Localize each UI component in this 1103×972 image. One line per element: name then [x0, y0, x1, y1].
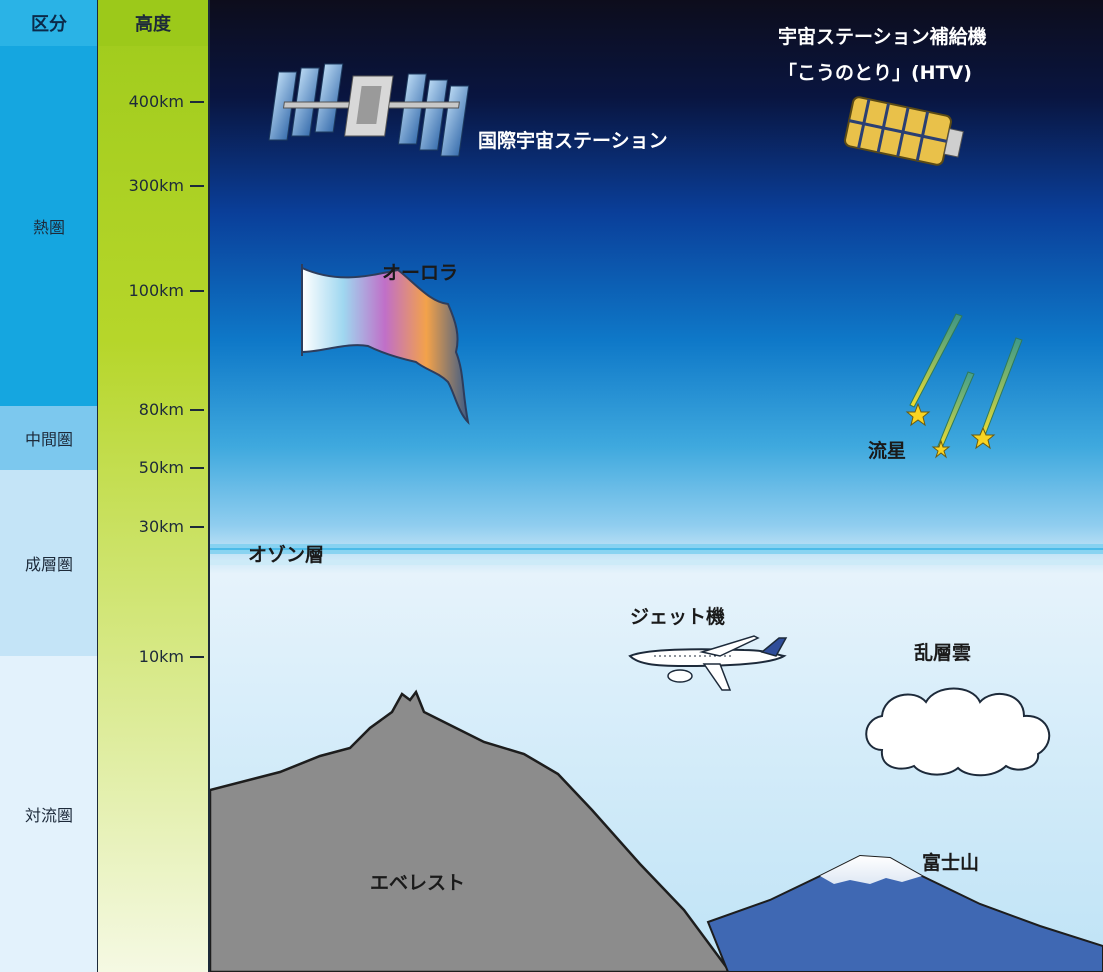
label-ozone-layer: オゾン層: [248, 544, 325, 566]
region-stratosphere: 成層圏: [0, 470, 98, 656]
altitude-label: 400km: [128, 92, 184, 111]
label-htv-line1: 宇宙ステーション補給機: [778, 26, 987, 48]
altitude-label: 300km: [128, 176, 184, 195]
tick-mark: [190, 101, 204, 103]
label-iss: 国際宇宙ステーション: [478, 130, 668, 152]
label-jet: ジェット機: [630, 606, 726, 628]
iss-icon: [268, 63, 470, 157]
label-cloud: 乱層雲: [914, 642, 972, 664]
sky-scene: 国際宇宙ステーション 宇宙ステーション補給機 「こうのとり」(HTV) オーロラ…: [210, 0, 1103, 972]
nimbostratus-cloud-icon: [865, 687, 1051, 777]
jet-icon: [628, 635, 788, 691]
everest-mountain-shape: [210, 689, 732, 972]
region-mesosphere: 中間圏: [0, 406, 98, 470]
tick-mark: [190, 185, 204, 187]
altitude-tick-50km: 50km: [98, 458, 208, 478]
altitude-header: 高度: [98, 0, 208, 46]
fuji-mountain-shape: [706, 854, 1103, 972]
altitude-tick-300km: 300km: [98, 176, 208, 196]
altitude-label: 100km: [128, 281, 184, 300]
ozone-layer-band: [210, 544, 1103, 565]
label-meteor: 流星: [868, 440, 907, 462]
altitude-tick-10km: 10km: [98, 647, 208, 667]
altitude-tick-80km: 80km: [98, 400, 208, 420]
altitude-label: 10km: [138, 647, 184, 666]
tick-mark: [190, 467, 204, 469]
label-aurora: オーロラ: [382, 262, 459, 284]
altitude-label: 30km: [138, 517, 184, 536]
altitude-label: 50km: [138, 458, 184, 477]
tick-mark: [190, 656, 204, 658]
column-divider: [208, 0, 210, 972]
meteor-icon: [905, 313, 1023, 459]
tick-mark: [190, 526, 204, 528]
aurora-icon: [301, 264, 470, 425]
altitude-tick-400km: 400km: [98, 92, 208, 112]
region-thermosphere: 熱圏: [0, 46, 98, 406]
tick-mark: [190, 290, 204, 292]
altitude-column: 高度 400km 300km 100km 80km 50km 30km 10km: [98, 0, 208, 972]
label-everest: エベレスト: [370, 872, 466, 894]
region-column: 区分 熱圏 中間圏 成層圏 対流圏: [0, 0, 98, 972]
altitude-tick-100km: 100km: [98, 281, 208, 301]
altitude-tick-30km: 30km: [98, 517, 208, 537]
altitude-label: 80km: [138, 400, 184, 419]
scene-graphics: [210, 63, 1103, 972]
label-fuji: 富士山: [922, 852, 980, 874]
htv-icon: [844, 96, 964, 166]
region-troposphere: 対流圏: [0, 656, 98, 972]
region-header: 区分: [0, 0, 98, 46]
tick-mark: [190, 409, 204, 411]
label-htv-line2: 「こうのとり」(HTV): [778, 62, 972, 84]
